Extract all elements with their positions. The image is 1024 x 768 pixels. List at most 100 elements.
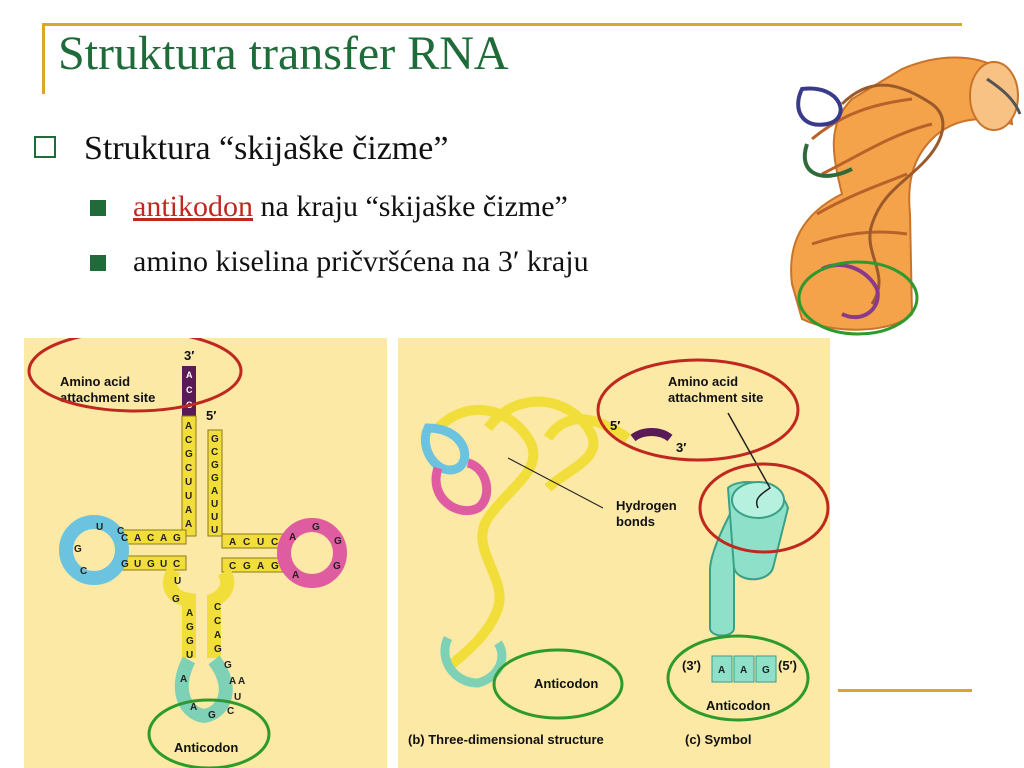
- ribbon-acceptor-purple: [630, 428, 673, 442]
- fig-a-three-prime-label: 3′: [184, 348, 194, 363]
- nucleotide-base: A: [238, 676, 245, 687]
- nucleotide-base: U: [96, 522, 103, 533]
- bullet-l1-text: Struktura “skijaške čizme”: [84, 130, 449, 167]
- nucleotide-base: U: [257, 537, 264, 548]
- nucleotide-base: U: [174, 576, 181, 587]
- nucleotide-base: C: [185, 463, 192, 474]
- fig-a-attach-highlight: [27, 338, 243, 413]
- nucleotide-base: G: [334, 536, 342, 547]
- t-loop: [277, 518, 347, 588]
- nucleotide-base: G: [211, 434, 219, 445]
- nucleotide-base: U: [160, 559, 167, 570]
- nucleotide-base: C: [214, 602, 221, 613]
- filled-square-bullet-icon: [90, 200, 106, 216]
- footer-rule: [838, 689, 972, 692]
- bullet-anticodon-rest: na kraju “skijaške čizme”: [253, 190, 568, 223]
- nucleotide-base: C: [173, 559, 180, 570]
- nucleotide-base: C: [185, 435, 192, 446]
- nucleotide-base: G: [208, 710, 216, 721]
- nucleotide-base: A: [160, 533, 167, 544]
- anticodon-right-stem: [207, 568, 235, 658]
- acceptor-base: C: [186, 385, 193, 395]
- fig-b-attach-highlight: [596, 358, 800, 462]
- ribbon-top-yellow: [484, 396, 599, 492]
- ski-boot-trna-illustration: [790, 56, 1022, 336]
- fig-b-attach-line2: attachment site: [668, 390, 763, 405]
- bullet-amino-acid: amino kiselina pričvršćena na 3′ kraju: [133, 245, 589, 278]
- bullet-anticodon: antikodon na kraju “skijaške čizme”: [133, 190, 568, 224]
- nucleotide-base: G: [173, 533, 181, 544]
- slide-title: Struktura transfer RNA: [58, 27, 509, 80]
- fig-a-attach-line2: attachment site: [60, 390, 155, 405]
- codon-base: A: [740, 665, 747, 676]
- nucleotide-base: U: [134, 559, 141, 570]
- figure-bc-diagram: 5′ 3′ Amino acid attachment site Hydroge…: [408, 358, 830, 747]
- filled-square-bullet-icon: [90, 255, 106, 271]
- hollow-square-bullet-icon: [34, 136, 56, 158]
- nucleotide-base: A: [186, 608, 193, 619]
- ribbon-anticodon-teal: [440, 635, 507, 688]
- fig-a-anticodon-highlight: [147, 698, 271, 768]
- nucleotide-base: A: [190, 702, 197, 713]
- nucleotide-base: A: [257, 561, 264, 572]
- anticodon-loop: [174, 655, 233, 724]
- fig-b-caption: (b) Three-dimensional structure: [408, 732, 604, 747]
- nucleotide-base: A: [229, 676, 236, 687]
- nucleotide-base: A: [211, 486, 218, 497]
- fig-b-hbond-line1: Hydrogen: [616, 498, 677, 513]
- fig-c-left-end: (3′): [682, 658, 701, 673]
- fig-b-attach-line1: Amino acid: [668, 374, 738, 389]
- figure-a-panel: [24, 338, 387, 768]
- nucleotide-base: A: [180, 674, 187, 685]
- fig-b-anticodon-highlight: [492, 648, 624, 720]
- nucleotide-base: U: [186, 650, 193, 661]
- nucleotide-base: C: [271, 537, 278, 548]
- nucleotide-base: G: [224, 660, 232, 671]
- fig-c-top-highlight: [698, 462, 830, 554]
- nucleotide-base: A: [229, 537, 236, 548]
- nucleotide-base: C: [117, 526, 124, 537]
- nucleotide-base: A: [185, 421, 192, 432]
- fig-c-anticodon-highlight: [666, 634, 810, 722]
- nucleotide-base: U: [185, 491, 192, 502]
- nucleotide-base: G: [271, 561, 279, 572]
- anticodon-highlight-circle: [797, 260, 919, 336]
- ribbon-acceptor-yellow: [543, 414, 631, 443]
- fig-c-caption: (c) Symbol: [685, 732, 751, 747]
- nucleotide-base: G: [211, 473, 219, 484]
- nucleotide-base: C: [147, 533, 154, 544]
- nucleotide-base: A: [185, 519, 192, 530]
- fig-c-anticodon-label: Anticodon: [706, 698, 770, 713]
- nucleotide-base: C: [214, 616, 221, 627]
- nucleotide-base: G: [211, 460, 219, 471]
- ribbon-t-loop-pink: [431, 458, 492, 516]
- fig-b-five-prime: 5′: [610, 418, 620, 433]
- fig-a-anticodon-label: Anticodon: [174, 740, 238, 755]
- nucleotide-base: A: [289, 532, 296, 543]
- ribbon-main-yellow: [434, 405, 539, 672]
- nucleotide-base: C: [227, 706, 234, 717]
- nucleotide-base: G: [172, 594, 180, 605]
- acceptor-base: A: [186, 370, 193, 380]
- symbol-attach-pointer: [727, 412, 771, 509]
- codon-base: G: [762, 665, 770, 676]
- acceptor-end-line: [986, 77, 1022, 115]
- codon-box: [755, 655, 777, 683]
- nucleotide-base: U: [185, 477, 192, 488]
- nucleotide-base: C: [121, 533, 128, 544]
- nucleotide-base: A: [214, 630, 221, 641]
- fig-b-three-prime: 3′: [676, 440, 686, 455]
- anticodon-link[interactable]: antikodon: [133, 190, 253, 223]
- fig-a-attach-line1: Amino acid: [60, 374, 130, 389]
- d-loop-purple: [796, 86, 843, 127]
- codon-box: [733, 655, 755, 683]
- fig-b-hbond-line2: bonds: [616, 514, 655, 529]
- fig-b-anticodon-label: Anticodon: [534, 676, 598, 691]
- boot-backbone: [840, 83, 945, 305]
- nucleotide-base: U: [211, 525, 218, 536]
- nucleotide-base: C: [211, 447, 218, 458]
- d-loop: [59, 515, 129, 585]
- fig-c-right-end: (5′): [778, 658, 797, 673]
- acceptor-right-stem: [207, 429, 223, 537]
